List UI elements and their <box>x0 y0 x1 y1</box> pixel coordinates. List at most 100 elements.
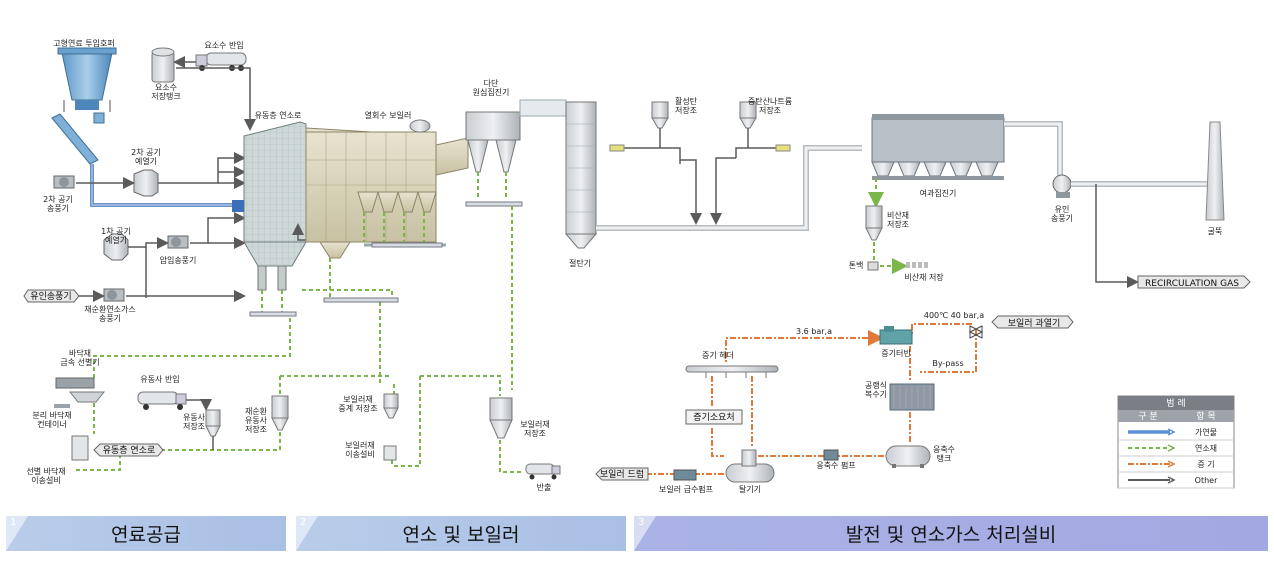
legend-row-label: 연소재 <box>1195 444 1217 453</box>
tag-id-fan: 유인송풍기 <box>23 289 80 303</box>
id-fan <box>1052 174 1072 198</box>
resand-silo <box>271 395 289 431</box>
label-conditioner: 절탄기 <box>569 258 591 268</box>
feed-pump <box>673 469 697 481</box>
label-carry-out: 반출 <box>537 482 552 492</box>
tag-steam-user: 증기소요처 <box>685 409 743 425</box>
multi-cyclone <box>465 99 567 173</box>
fly-ash-silo <box>865 205 883 241</box>
label-turbine: 증기터빈 <box>881 349 910 358</box>
legend-row: 가연물 <box>1118 428 1234 441</box>
furnace-ash-conveyor <box>249 311 297 317</box>
label-feed-pump: 보일러 급수펌프 <box>659 484 713 494</box>
section-title: 발전 및 연소가스 처리설비 <box>845 524 1057 546</box>
nahco3-silo <box>739 101 757 129</box>
label-fly-storage: 비산재 저장 <box>904 272 944 282</box>
condensate-pump <box>823 449 839 461</box>
bottom-ash-conveyor <box>71 435 89 461</box>
fuel-line <box>90 164 232 207</box>
svg-text:RECIRCULATION GAS: RECIRCULATION GAS <box>1145 279 1239 289</box>
label-cond-pump: 응축수 펌프 <box>816 460 855 470</box>
air2-fan <box>53 175 75 189</box>
label-pressure-fan: 압입송풍기 <box>160 256 197 265</box>
fuel-screw-conveyor <box>51 112 105 165</box>
legend-row-label: 증 기 <box>1197 460 1214 469</box>
label-bag-filter: 여과집진기 <box>920 188 957 198</box>
ash-truck <box>525 463 561 480</box>
label-deaerator: 탈기기 <box>739 484 761 494</box>
stack <box>1205 121 1225 221</box>
svg-text:보일러 드럼: 보일러 드럼 <box>600 468 644 480</box>
fuel-hopper <box>57 47 117 112</box>
svg-text:유동층 연소로: 유동층 연소로 <box>103 445 156 456</box>
heat-recovery-boiler <box>305 119 469 259</box>
activated-carbon-silo <box>651 101 669 129</box>
hrsg-lower-conveyor <box>323 297 399 303</box>
label-stack: 굴뚝 <box>1208 227 1223 236</box>
legend-row: 연소재 <box>1118 444 1234 457</box>
air1-heater <box>103 233 129 261</box>
cyclone-ash-conveyor <box>465 201 523 207</box>
pressure-fan <box>167 235 189 249</box>
section-title: 연소 및 보일러 <box>402 524 520 546</box>
label-hrsg: 열회수 보일러 <box>365 111 412 120</box>
label-urea-in: 요소수 반입 <box>204 41 243 50</box>
economizer <box>564 101 598 249</box>
bottom-ash-separator <box>55 377 106 403</box>
steam-turbine <box>879 326 913 345</box>
aircooled-condenser <box>889 383 935 411</box>
legend-col2: 항 목 <box>1196 411 1215 422</box>
separated-container <box>54 404 70 408</box>
label-bypass: By-pass <box>932 359 963 368</box>
legend-row-label: 가연물 <box>1195 428 1217 437</box>
hrsg-ash-conveyor <box>371 242 443 248</box>
condensate-tank <box>885 445 931 468</box>
boiler-ash-silo <box>489 397 513 439</box>
boiler-relay-silo <box>383 393 399 419</box>
boiler-ash-conveyor-unit <box>383 445 397 461</box>
label-hopper: 고형연료 투입호퍼 <box>53 39 114 48</box>
label-bar36: 3.6 bar,a <box>796 327 832 336</box>
steam-header <box>685 365 779 378</box>
tonbag-icons <box>867 261 928 271</box>
label-header: 증기 헤더 <box>702 351 734 360</box>
bypass-valve <box>968 325 984 339</box>
deaerator <box>725 449 775 483</box>
air2-heater <box>133 169 159 197</box>
svg-text:증기소요처: 증기소요처 <box>693 411 734 423</box>
tag-superheater: 보일러 과열기 <box>991 315 1074 329</box>
legend-title: 범 례 <box>1166 398 1185 409</box>
svg-text:유인송풍기: 유인송풍기 <box>30 291 71 302</box>
svg-text:보일러 과열기: 보일러 과열기 <box>1008 318 1061 329</box>
label-fbc: 유동층 연소로 <box>255 111 302 120</box>
label-tonbag: 톤백 <box>849 260 864 270</box>
legend-row: Other <box>1118 476 1234 489</box>
tag-recirc-gas: RECIRCULATION GAS <box>1137 275 1251 289</box>
tag-fbc: 유동층 연소로 <box>93 443 164 457</box>
bag-filter <box>871 114 1005 180</box>
